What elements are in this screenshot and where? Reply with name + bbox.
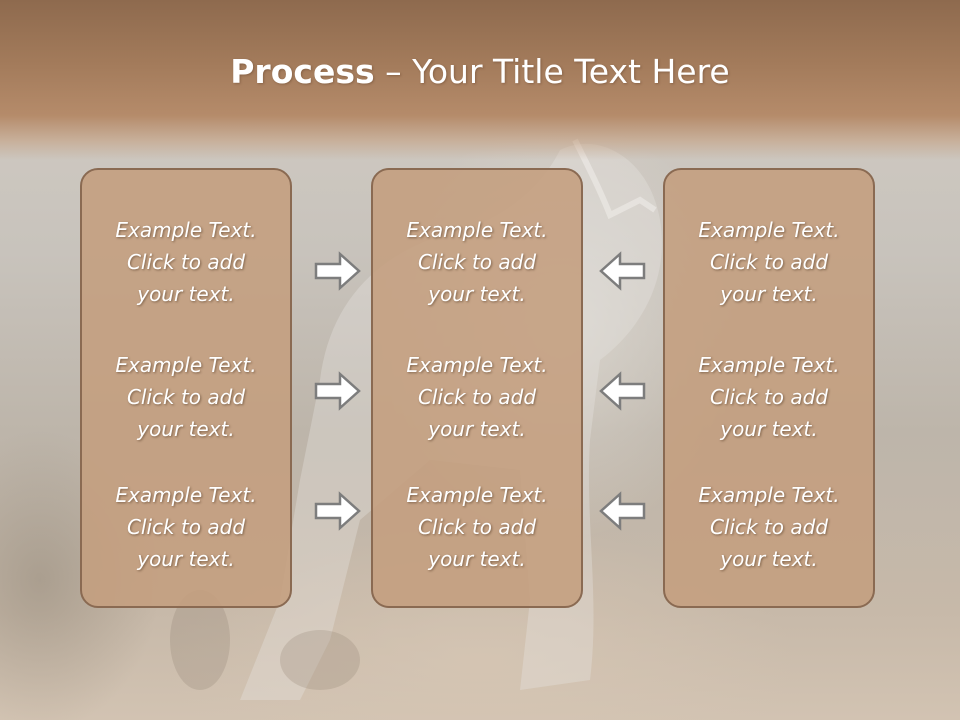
text-line: Click to add [417,385,537,409]
title-bold: Process [230,52,375,91]
text-line: your text. [137,282,235,306]
text-block[interactable]: Example Text. Click to add your text. [373,214,581,310]
arrow-right-icon[interactable] [314,371,362,411]
text-line: Example Text. [698,218,840,242]
text-line: your text. [720,417,818,441]
text-line: Example Text. [698,483,840,507]
text-line: Click to add [126,515,246,539]
arrow-left-icon[interactable] [598,251,646,291]
text-line: Example Text. [115,353,257,377]
slide-title[interactable]: Process – Your Title Text Here [0,52,960,91]
arrow-left-icon[interactable] [598,371,646,411]
text-block[interactable]: Example Text. Click to add your text. [665,479,873,575]
text-line: your text. [720,282,818,306]
text-line: Click to add [709,250,829,274]
arrow-right-icon[interactable] [314,491,362,531]
text-line: Example Text. [115,483,257,507]
process-panel-right[interactable]: Example Text. Click to add your text. Ex… [663,168,875,608]
text-line: Click to add [709,515,829,539]
text-line: Click to add [126,385,246,409]
arrow-right-icon[interactable] [314,251,362,291]
process-panel-center[interactable]: Example Text. Click to add your text. Ex… [371,168,583,608]
text-block[interactable]: Example Text. Click to add your text. [665,214,873,310]
text-line: Click to add [417,250,537,274]
text-block[interactable]: Example Text. Click to add your text. [373,479,581,575]
text-line: Example Text. [406,483,548,507]
text-line: your text. [720,547,818,571]
text-line: Click to add [709,385,829,409]
text-block[interactable]: Example Text. Click to add your text. [373,349,581,445]
text-line: Example Text. [115,218,257,242]
text-line: Example Text. [406,218,548,242]
text-line: Example Text. [406,353,548,377]
text-line: Click to add [417,515,537,539]
process-panel-left[interactable]: Example Text. Click to add your text. Ex… [80,168,292,608]
text-block[interactable]: Example Text. Click to add your text. [82,349,290,445]
header-band [0,0,960,160]
text-line: your text. [137,547,235,571]
text-line: your text. [137,417,235,441]
title-rest: – Your Title Text Here [374,52,730,91]
text-line: your text. [428,547,526,571]
text-line: your text. [428,282,526,306]
text-line: Click to add [126,250,246,274]
text-line: Example Text. [698,353,840,377]
text-block[interactable]: Example Text. Click to add your text. [665,349,873,445]
text-line: your text. [428,417,526,441]
arrow-left-icon[interactable] [598,491,646,531]
text-block[interactable]: Example Text. Click to add your text. [82,479,290,575]
text-block[interactable]: Example Text. Click to add your text. [82,214,290,310]
